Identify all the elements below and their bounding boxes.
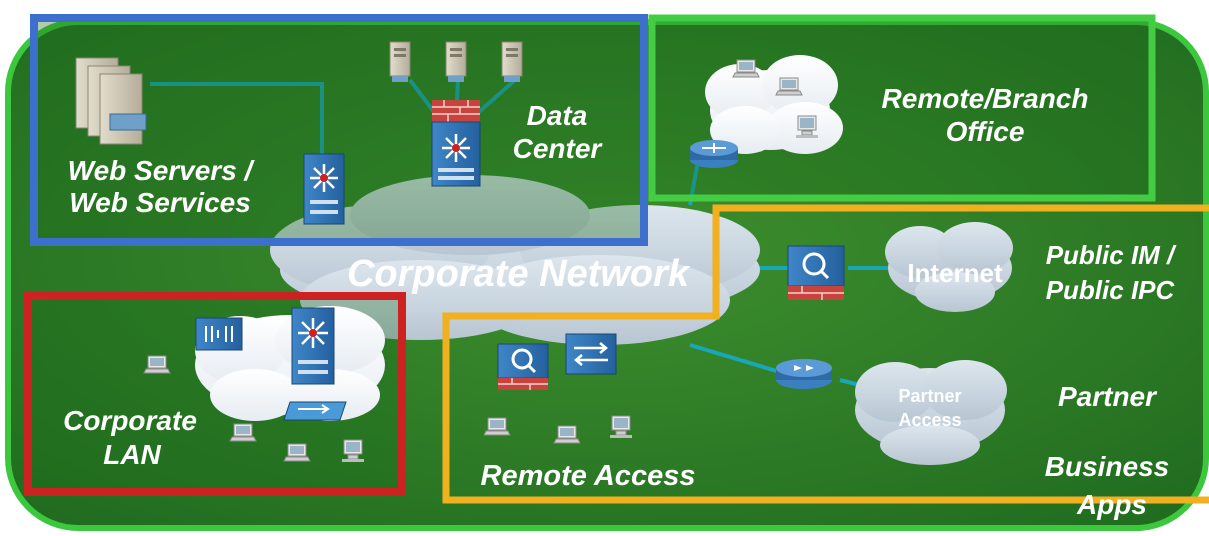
multilayer-switch-icon bbox=[431, 121, 481, 187]
laptop-icon bbox=[143, 355, 171, 374]
firewall-icon bbox=[432, 100, 480, 122]
remote-access-zone bbox=[442, 204, 1209, 504]
multilayer-switch-icon bbox=[303, 153, 345, 225]
business-apps-label-line2: Apps bbox=[1076, 489, 1147, 520]
server-icon bbox=[501, 41, 523, 83]
partner-access-cloud bbox=[855, 360, 1007, 465]
multilayer-switch-icon bbox=[291, 307, 335, 385]
branch-label-line1: Remote/Branch bbox=[882, 83, 1089, 114]
vpn-concentrator-icon bbox=[497, 343, 549, 390]
internet-cloud bbox=[885, 222, 1013, 312]
server-icon bbox=[389, 41, 411, 83]
workgroup-switch-icon bbox=[283, 401, 347, 421]
public-label-line2: Public IPC bbox=[1046, 275, 1176, 305]
web-servers-label-line1: Web Servers / bbox=[68, 155, 256, 186]
partner-access-label-line1: Partner bbox=[898, 386, 961, 406]
laptop-icon bbox=[775, 77, 803, 96]
corporate-network-label: Corporate Network bbox=[347, 253, 691, 295]
partner-access-label-line2: Access bbox=[898, 410, 961, 430]
corporate-lan-label-line1: Corporate bbox=[63, 405, 197, 436]
ip-phone-icon bbox=[195, 317, 243, 351]
branch-cloud bbox=[705, 55, 843, 154]
router-icon bbox=[776, 359, 832, 389]
workgroup-switch-icon bbox=[565, 333, 617, 375]
partner-label: Partner bbox=[1058, 381, 1158, 412]
corporate-lan-label-line2: LAN bbox=[103, 439, 161, 470]
data-center-label-line1: Data bbox=[527, 100, 588, 131]
business-apps-label-line1: Business bbox=[1045, 451, 1170, 482]
laptop-icon bbox=[483, 417, 511, 436]
server-stack-icon bbox=[75, 57, 147, 145]
public-label-line1: Public IM / bbox=[1046, 240, 1177, 270]
remote-access-label: Remote Access bbox=[481, 460, 696, 492]
web-servers-label-line2: Web Services bbox=[69, 187, 251, 218]
laptop-icon bbox=[553, 425, 581, 444]
laptop-icon bbox=[732, 59, 760, 78]
data-center-label-line2: Center bbox=[513, 133, 604, 164]
internet-label: Internet bbox=[907, 258, 1003, 288]
lan-cloud bbox=[195, 306, 385, 421]
branch-label-line2: Office bbox=[946, 116, 1025, 147]
vpn-concentrator-icon bbox=[787, 245, 845, 300]
router-icon bbox=[690, 140, 738, 168]
laptop-icon bbox=[229, 423, 257, 442]
server-icon bbox=[445, 41, 467, 83]
laptop-icon bbox=[283, 443, 311, 462]
